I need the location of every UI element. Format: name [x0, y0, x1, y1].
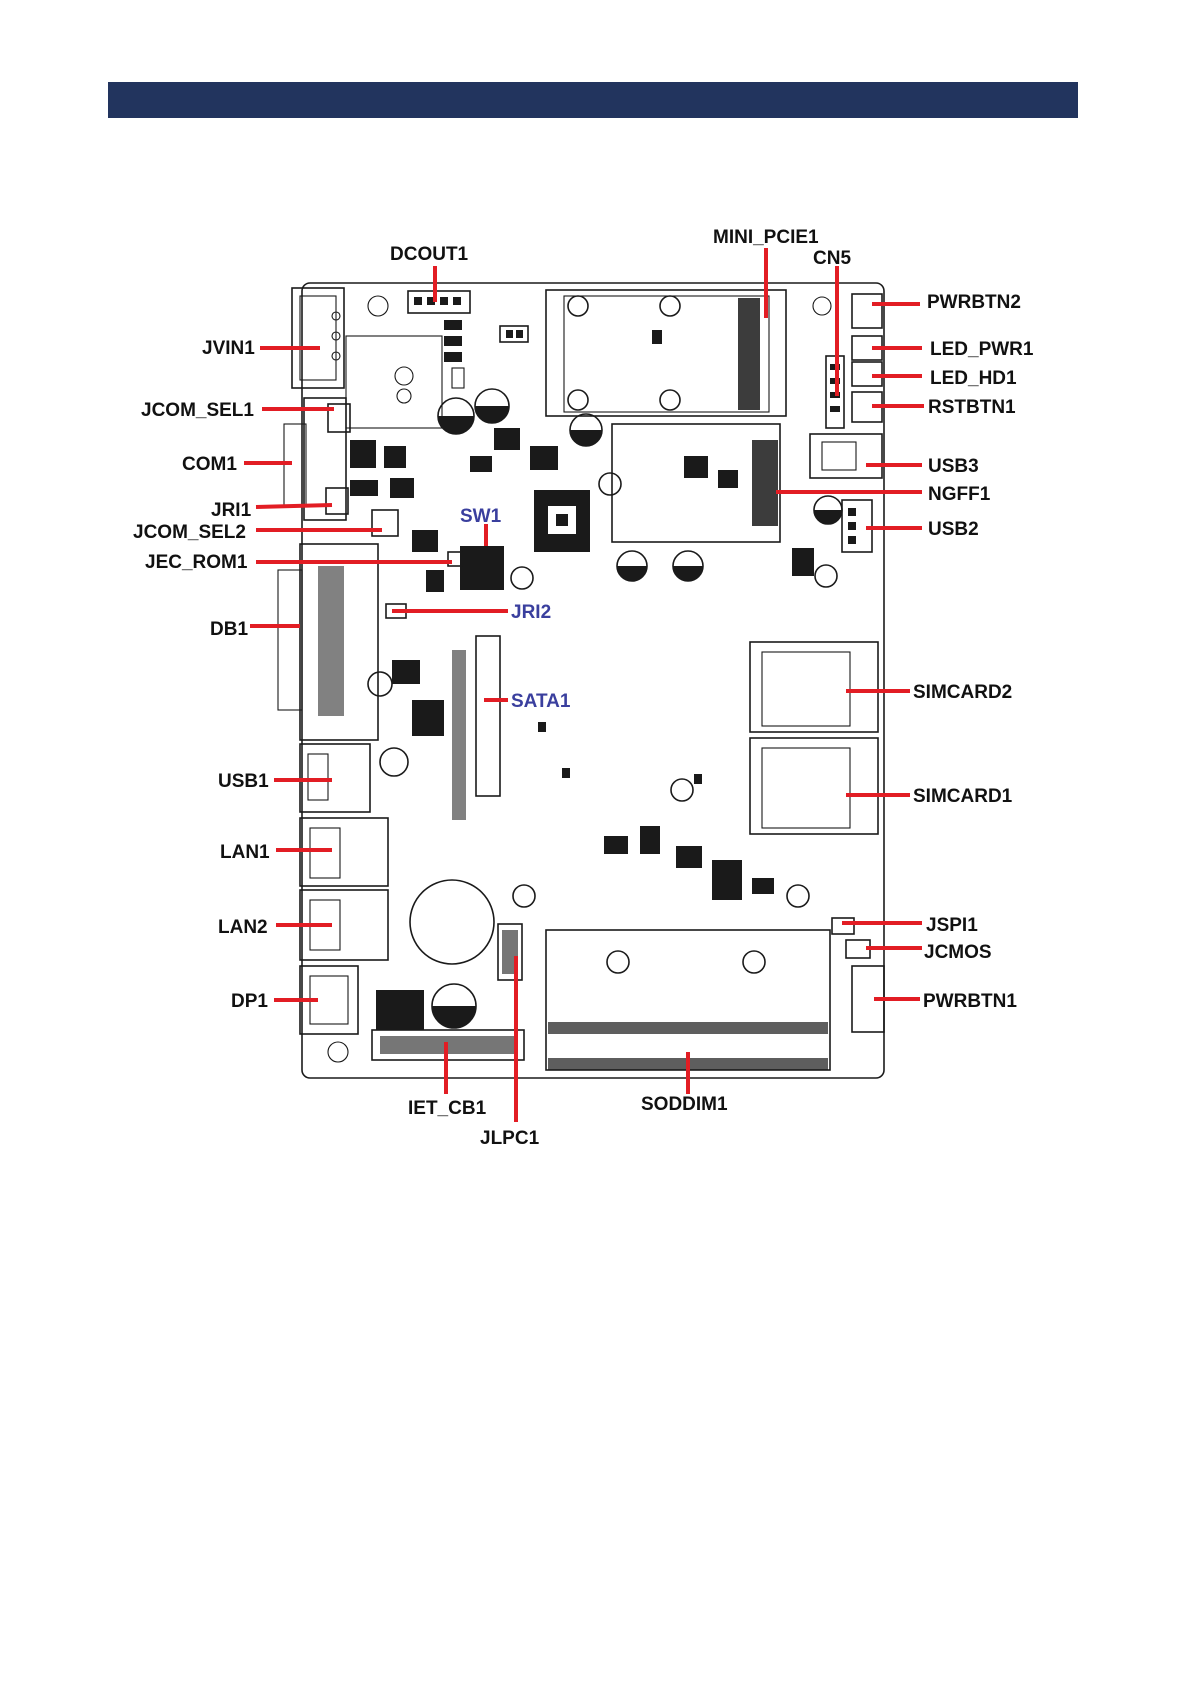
- jri1-jumper: [326, 488, 348, 514]
- component-labels: DCOUT1 MINI_PCIE1 CN5 PWRBTN2 JVIN1 LED_…: [133, 227, 1034, 1149]
- label-led-pwr1: LED_PWR1: [930, 339, 1034, 360]
- label-led-hd1: LED_HD1: [930, 368, 1017, 389]
- label-dcout1: DCOUT1: [390, 244, 469, 265]
- simcard2-slot: [750, 642, 878, 732]
- sw1-switch: [460, 546, 504, 590]
- jspi1-header: [832, 918, 854, 934]
- label-ngff1: NGFF1: [928, 484, 991, 505]
- label-sata1: SATA1: [511, 691, 571, 712]
- label-sw1: SW1: [460, 506, 502, 527]
- label-soddim1: SODDIM1: [641, 1094, 728, 1115]
- label-simcard1: SIMCARD1: [913, 786, 1013, 807]
- label-com1: COM1: [182, 454, 237, 475]
- com1-connector: [304, 398, 346, 520]
- board-outline: [302, 283, 884, 1078]
- label-dp1: DP1: [231, 991, 268, 1012]
- label-jspi1: JSPI1: [926, 915, 978, 936]
- label-pwrbtn1: PWRBTN1: [923, 991, 1017, 1012]
- label-jec-rom1: JEC_ROM1: [145, 552, 248, 573]
- label-jcom-sel1: JCOM_SEL1: [141, 400, 254, 421]
- label-lan2: LAN2: [218, 917, 268, 938]
- label-usb3: USB3: [928, 456, 979, 477]
- label-rstbtn1: RSTBTN1: [928, 397, 1016, 418]
- label-lan1: LAN1: [220, 842, 270, 863]
- label-simcard2: SIMCARD2: [913, 682, 1012, 703]
- soddim1-slot: [546, 930, 830, 1070]
- label-jvin1: JVIN1: [202, 338, 255, 359]
- simcard1-slot: [750, 738, 878, 834]
- label-jri1: JRI1: [211, 500, 252, 521]
- label-jcom-sel2: JCOM_SEL2: [133, 522, 246, 543]
- sata1-connector: [476, 636, 500, 796]
- usb3-connector: [810, 434, 882, 478]
- cmos-battery: [410, 880, 494, 964]
- label-jcmos: JCMOS: [924, 942, 992, 963]
- leader-jri1: [256, 505, 332, 507]
- pcb-board: [278, 283, 884, 1078]
- label-cn5: CN5: [813, 248, 851, 269]
- label-mini-pcie1: MINI_PCIE1: [713, 227, 819, 248]
- label-jlpc1: JLPC1: [480, 1128, 540, 1149]
- jcom-sel2-jumper: [372, 510, 398, 536]
- label-pwrbtn2: PWRBTN2: [927, 292, 1021, 313]
- label-jri2: JRI2: [511, 602, 551, 623]
- label-usb1: USB1: [218, 771, 269, 792]
- label-db1: DB1: [210, 619, 248, 640]
- pwrbtn2-button: [852, 294, 882, 328]
- label-iet-cb1: IET_CB1: [408, 1098, 487, 1119]
- label-usb2: USB2: [928, 519, 979, 540]
